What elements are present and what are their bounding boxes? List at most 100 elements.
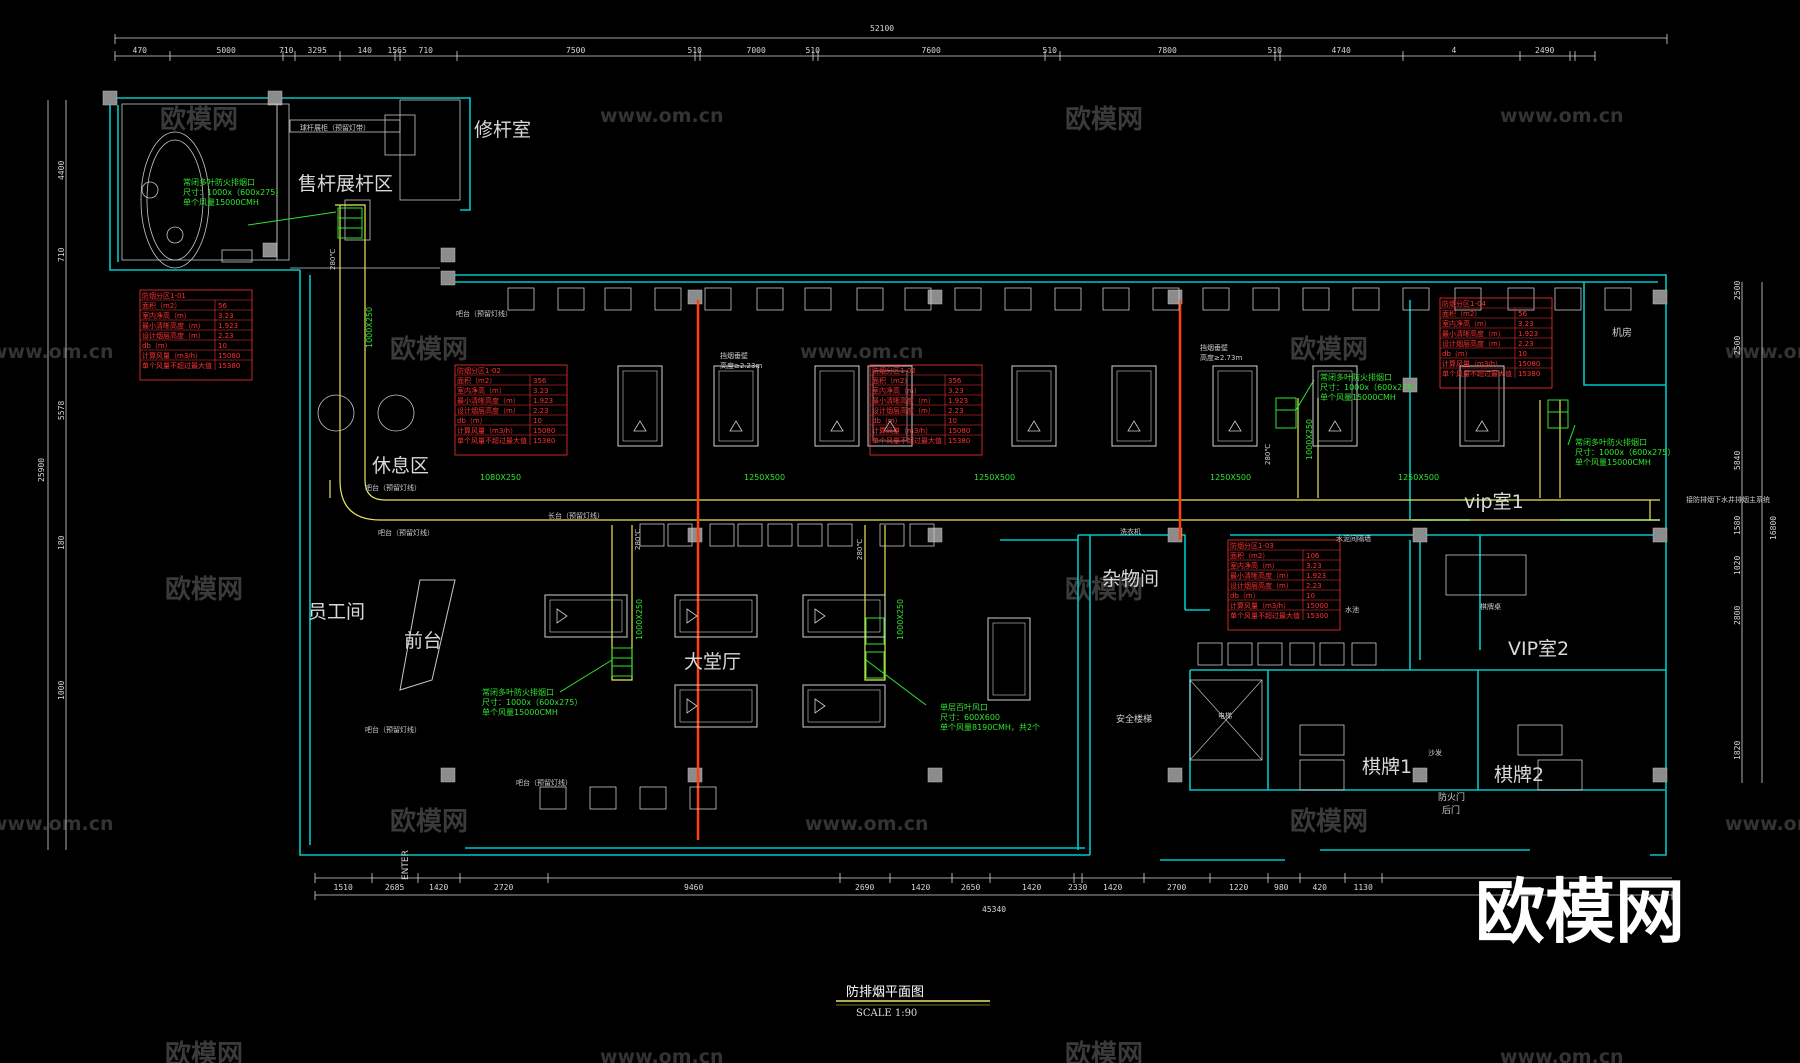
sofa-seat [654, 287, 682, 311]
billiard-table-cushion [549, 599, 623, 633]
sofa-seat [557, 287, 585, 311]
bottom-dim-label: 2690 [855, 883, 874, 892]
sofa-seat [954, 287, 982, 311]
top-dim-label: 3295 [308, 46, 327, 55]
smoke-table-value: 1.923 [533, 397, 553, 405]
sofa-seat [507, 287, 535, 311]
vent-note-line: 单层百叶风口 [940, 702, 988, 712]
column [1167, 527, 1183, 543]
bottom-dim-label: 420 [1313, 883, 1328, 892]
vent-note-line: 常闭多叶防火排烟口 [482, 687, 554, 697]
vent-note-line: 尺寸：1000x（600x275） [482, 697, 582, 707]
ducts [329, 204, 1660, 681]
smoke-table-value: 2.23 [218, 332, 234, 340]
sofa-seat [1289, 642, 1315, 666]
left-dim-label: 4400 [57, 161, 66, 180]
sofa-seat [1054, 287, 1082, 311]
duct-label: 1000X250 [1305, 419, 1314, 460]
smoke-table-row-label: 室内净高（m） [142, 311, 191, 320]
label-fire-door: 防火门 [1438, 791, 1465, 803]
smoke-table-value: 1.923 [948, 397, 968, 405]
watermark-brand: 欧模网 [1065, 1039, 1143, 1063]
duct-label: 1000X250 [635, 599, 644, 640]
vent-note-line: 常闭多叶防火排烟口 [183, 177, 255, 187]
sofa-seat [767, 523, 793, 547]
shop-area [121, 99, 461, 269]
sofa-seat [737, 523, 763, 547]
card-table [1517, 724, 1563, 756]
room-stairs: 安全楼梯 [1116, 713, 1152, 725]
column [102, 90, 118, 106]
left-dim-label: 5578 [57, 401, 66, 420]
sofa-seat [1227, 642, 1253, 666]
bottom-dim-label: 2650 [961, 883, 980, 892]
overall-right-dim: 16800 [1769, 516, 1778, 540]
smoke-zone-tables: 防烟分区1-01面积（m2）56室内净高（m）3.23最小清晰高度（m）1.92… [139, 289, 1553, 631]
top-dim-label: 5000 [217, 46, 236, 55]
smoke-table-value: 3.23 [1306, 562, 1322, 570]
sofa-seat [1302, 287, 1330, 311]
billiard-table [867, 365, 913, 447]
sofa-seat [1152, 287, 1180, 311]
sofa-seat [539, 786, 567, 810]
smoke-table-title: 防烟分区1-03 [1230, 541, 1274, 550]
smoke-table-row-label: 室内净高（m） [1442, 319, 1491, 328]
billiard-table-cushion [622, 370, 658, 442]
column [927, 289, 943, 305]
billiard-table-cushion [1217, 370, 1253, 442]
billiard-table [814, 365, 860, 447]
billiard-table [802, 594, 886, 638]
smoke-table-row-label: db（m） [1442, 350, 1472, 358]
billiard-table-cushion [807, 689, 881, 723]
billiard-table [1111, 365, 1157, 447]
billiard-rack [1475, 420, 1489, 432]
bottom-dim-label: 1220 [1229, 883, 1248, 892]
vent-note-line: 单个风量8190CMH，共2个 [940, 722, 1040, 732]
right-dim-label: 1820 [1733, 741, 1742, 760]
billiard-rack [1127, 420, 1141, 432]
label-rear-door: 后门 [1442, 804, 1460, 816]
billiard-table-cushion [819, 370, 855, 442]
smoke-table-row-label: 最小清晰高度（m） [142, 321, 205, 330]
watermarks: 欧模网 www.om.cn 欧模网 www.om.cn www.om.cn 欧模… [0, 104, 1800, 1063]
room-staff: 员工间 [308, 601, 365, 623]
label-bar-top: 吧台（预留灯线） [456, 309, 512, 318]
billiard-table [1459, 365, 1505, 447]
smoke-table-row-label: 室内净高（m） [872, 386, 921, 395]
smoke-table-value: 3.23 [533, 387, 549, 395]
smoke-table-value: 15300 [1306, 612, 1328, 620]
watermark-site: www.om.cn [1500, 1046, 1624, 1063]
room-chess2: 棋牌2 [1494, 764, 1544, 786]
smoke-table-value: 1.923 [1518, 330, 1538, 338]
sofa-seat [1319, 642, 1345, 666]
smoke-table-row-label: 设计烟层高度（m） [1442, 339, 1505, 348]
billiard-table-cushion [1464, 370, 1500, 442]
billiard-rack [1027, 420, 1041, 432]
smoke-table-row-label: 最小清晰高度（m） [1442, 329, 1505, 338]
smoke-table-value: 356 [533, 377, 547, 385]
top-dim-label: 2490 [1535, 46, 1554, 55]
column [1412, 527, 1428, 543]
smoke-table-value: 10 [1518, 350, 1527, 358]
sofa-seat [589, 786, 617, 810]
billiard-table [617, 365, 663, 447]
smoke-table-row-label: 计算风量（m3/h） [1230, 601, 1290, 610]
sofa-seat [1004, 287, 1032, 311]
sofa-seat [1454, 287, 1482, 311]
sofa-seat [1402, 287, 1430, 311]
smoke-table-row-label: 计算风量（m3/h） [142, 351, 202, 360]
billiard-rack [1328, 420, 1342, 432]
top-dim-label: 710 [279, 46, 294, 55]
smoke-table-frame [139, 289, 253, 381]
column [927, 767, 943, 783]
smoke-table-frame [869, 364, 983, 456]
smoke-table-title: 防烟分区1-04 [1442, 299, 1486, 308]
room-chess1: 棋牌1 [1362, 756, 1412, 778]
billiard-rack [729, 420, 743, 432]
smoke-table-row-label: 设计烟层高度（m） [872, 406, 935, 415]
bottom-dim-label: 1420 [429, 883, 448, 892]
billiard-rack [883, 420, 897, 432]
bottom-dim-label: 1420 [1103, 883, 1122, 892]
